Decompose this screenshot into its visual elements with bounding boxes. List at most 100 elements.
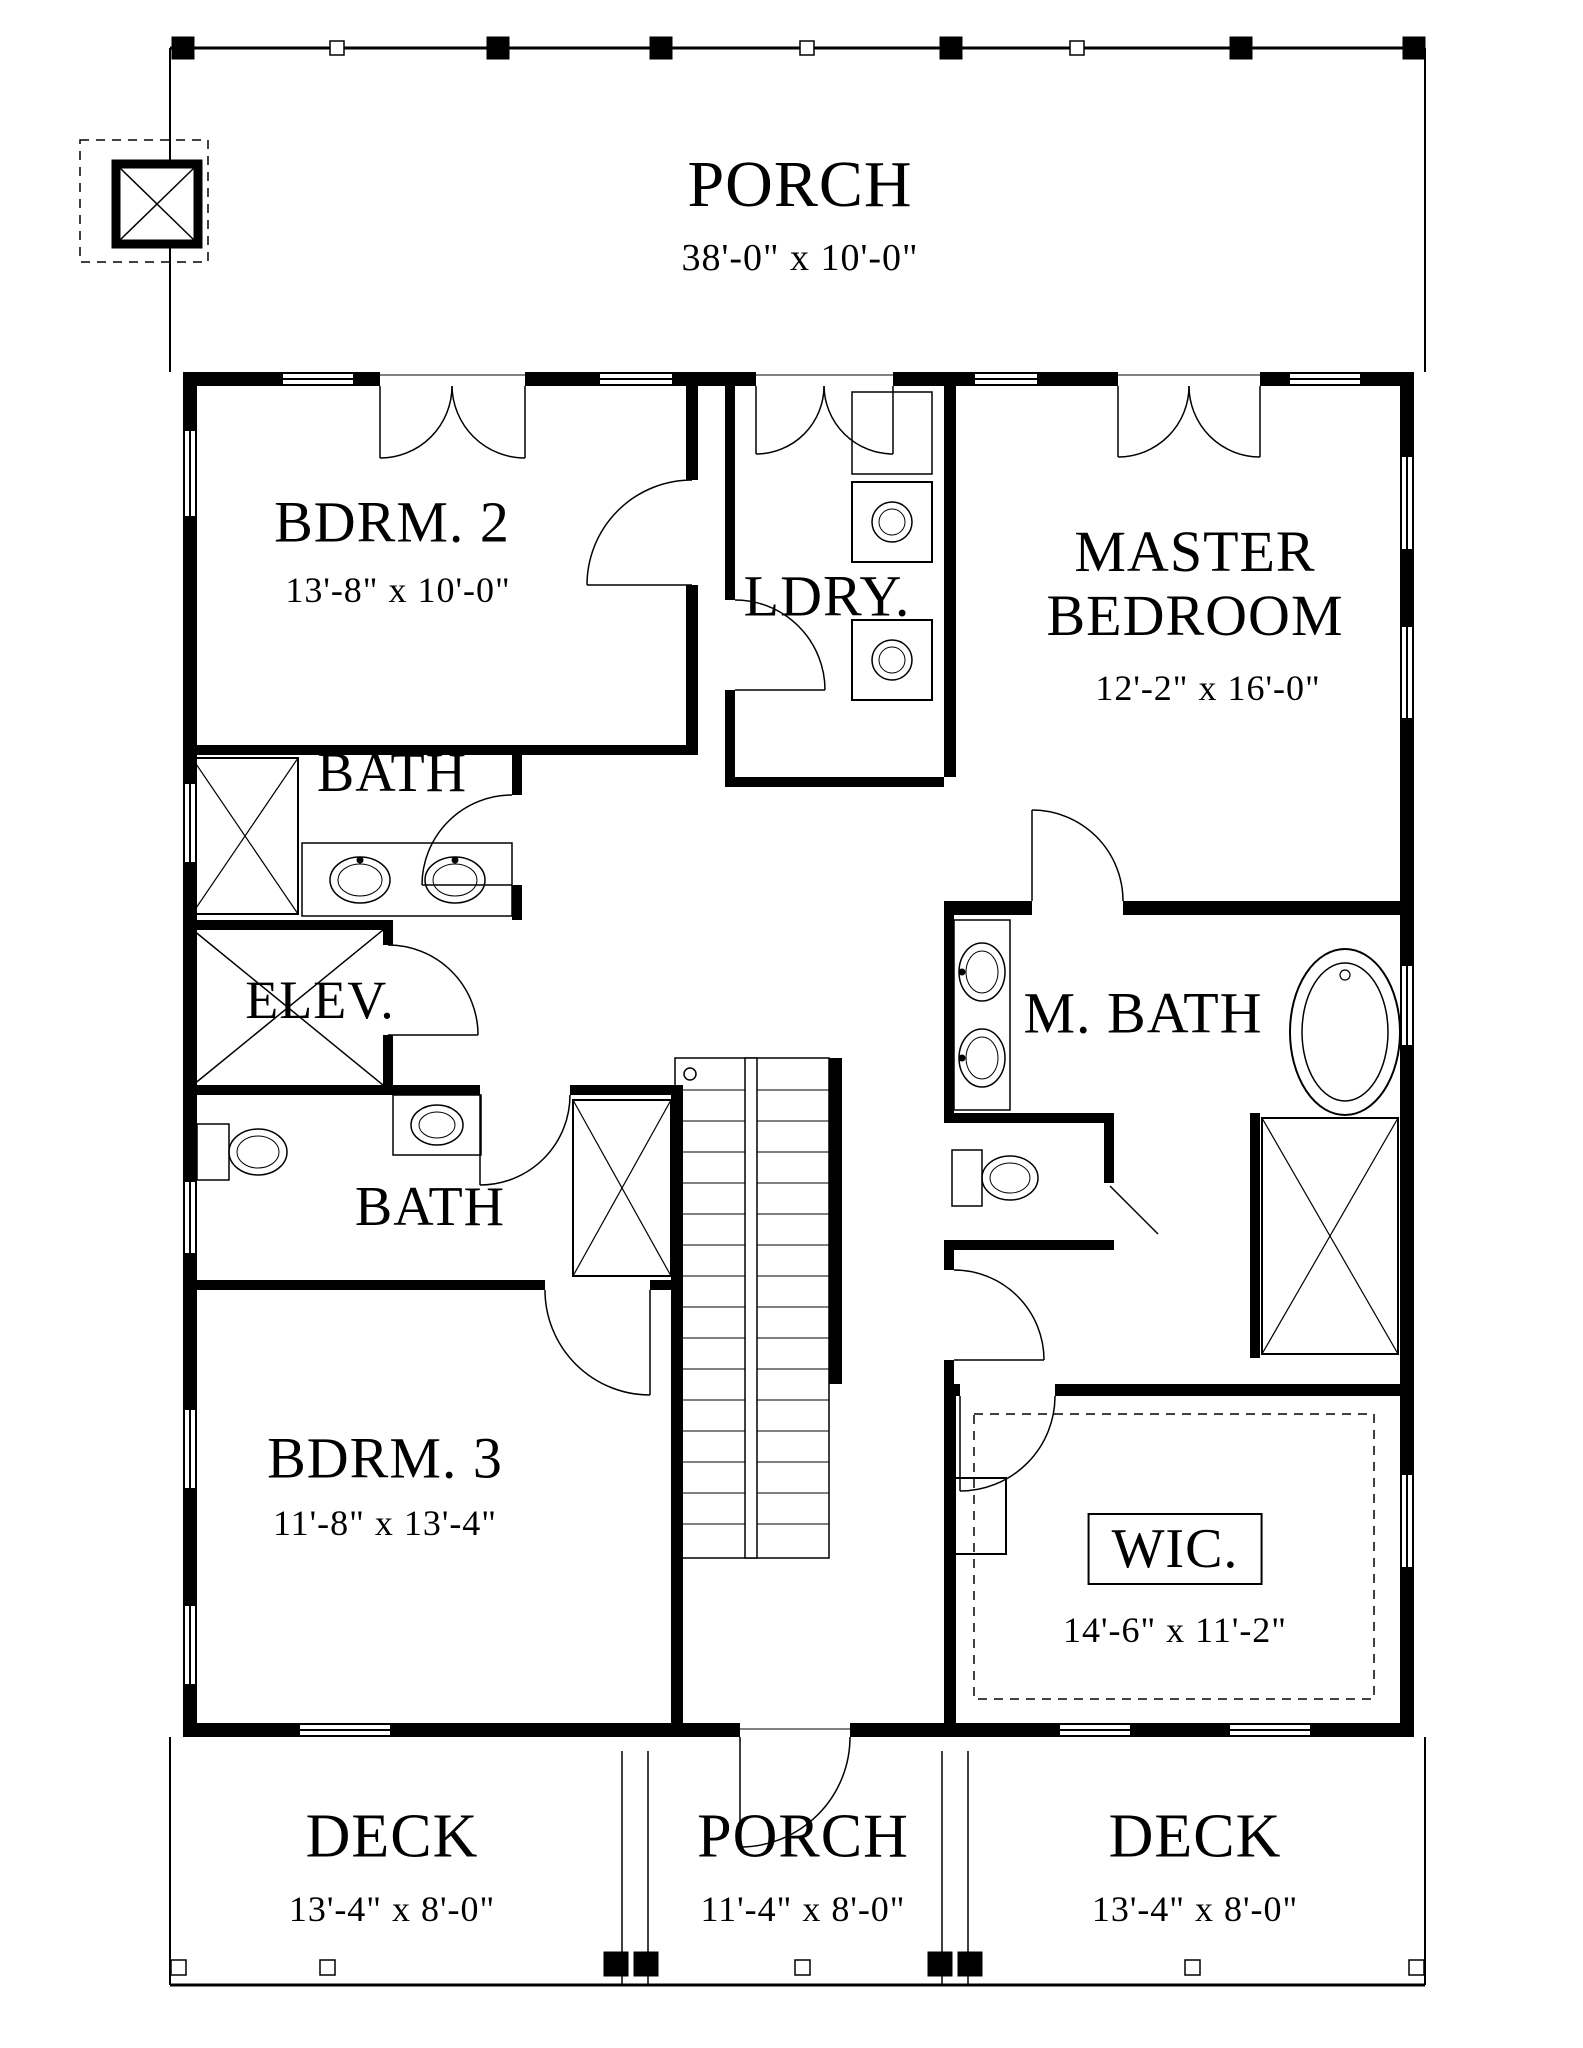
deck-post bbox=[633, 1951, 659, 1977]
window bbox=[300, 1723, 390, 1737]
window bbox=[183, 431, 197, 516]
room-dims-bdrm2: 13'-8" x 10'-0" bbox=[285, 570, 511, 610]
room-label-master-line2: BEDROOM bbox=[1046, 583, 1344, 648]
porch-pier bbox=[1069, 40, 1085, 56]
window bbox=[1400, 1475, 1414, 1567]
door-arc bbox=[959, 1395, 1056, 1492]
room-label-master: MASTER BEDROOM bbox=[1046, 520, 1343, 648]
deck-pier bbox=[794, 1959, 811, 1976]
door-arc bbox=[387, 944, 479, 1036]
stair-rail bbox=[744, 1057, 758, 1559]
deck-post bbox=[603, 1951, 629, 1977]
room-label-bath-lower: BATH bbox=[354, 1176, 506, 1238]
dresser bbox=[949, 1477, 1007, 1555]
room-label-bdrm2: BDRM. 2 bbox=[274, 489, 510, 555]
newel-post bbox=[683, 1067, 697, 1081]
stairs bbox=[674, 1057, 830, 1559]
window bbox=[183, 784, 197, 862]
porch-pier bbox=[799, 40, 815, 56]
elevator-shaft bbox=[192, 929, 384, 1086]
room-label-wic: WIC. bbox=[1087, 1513, 1263, 1585]
door-arc bbox=[421, 794, 513, 886]
deck-pier bbox=[170, 1959, 187, 1976]
laundry-fixtures bbox=[851, 391, 933, 701]
master-bath-fixtures bbox=[951, 919, 1401, 1355]
door-arc bbox=[586, 479, 693, 586]
porch-post bbox=[486, 36, 510, 60]
door-arc bbox=[379, 385, 453, 459]
door-arc bbox=[823, 385, 894, 455]
porch-post bbox=[1229, 36, 1253, 60]
room-label-bath-upper: BATH bbox=[316, 742, 468, 804]
toilet-tank bbox=[196, 1123, 230, 1181]
room-dims-bdrm3: 11'-8" x 13'-4" bbox=[272, 1503, 498, 1543]
porch-post bbox=[649, 36, 673, 60]
toilet-bowl bbox=[228, 1128, 288, 1176]
door-arc bbox=[953, 1269, 1045, 1361]
sink bbox=[410, 1104, 464, 1146]
room-dims-deck-left: 13'-4" x 8'-0" bbox=[288, 1889, 496, 1929]
deck-pier bbox=[1184, 1959, 1201, 1976]
door-arc bbox=[479, 1094, 571, 1186]
door-arc bbox=[739, 1736, 851, 1848]
bath-upper-fixtures bbox=[191, 757, 513, 917]
deck-post bbox=[957, 1951, 983, 1977]
deck-pier bbox=[319, 1959, 336, 1976]
door-arc bbox=[1031, 809, 1124, 902]
window bbox=[183, 1606, 197, 1684]
porch-top-structure bbox=[169, 36, 1426, 372]
window bbox=[1060, 1723, 1130, 1737]
window bbox=[1400, 966, 1414, 1045]
door-arc bbox=[544, 1289, 651, 1396]
room-label-porch-top: PORCH bbox=[687, 148, 913, 221]
vanity bbox=[953, 919, 1011, 1111]
door-arc bbox=[1117, 385, 1190, 458]
door-arc bbox=[451, 385, 526, 459]
walls bbox=[183, 372, 1414, 1737]
door-arc bbox=[734, 599, 826, 691]
window bbox=[1230, 1723, 1310, 1737]
window bbox=[975, 372, 1037, 386]
deck-structure bbox=[169, 1737, 1426, 1987]
door-leaf bbox=[1109, 1185, 1159, 1235]
window bbox=[183, 1182, 197, 1253]
wic-shelving bbox=[949, 1413, 1375, 1700]
room-label-master-line1: MASTER bbox=[1074, 519, 1316, 585]
room-label-deck-right: DECK bbox=[1108, 1802, 1282, 1871]
porch-post bbox=[1402, 36, 1426, 60]
window bbox=[1290, 372, 1360, 386]
window bbox=[1400, 627, 1414, 718]
porch-pier bbox=[329, 40, 345, 56]
toilet-bowl bbox=[981, 1155, 1039, 1201]
door-swings bbox=[379, 374, 1261, 1848]
room-label-porch-bottom: PORCH bbox=[697, 1802, 909, 1871]
shower bbox=[572, 1099, 672, 1277]
dryer bbox=[851, 619, 933, 701]
door-arc bbox=[1188, 385, 1261, 458]
chimney bbox=[79, 139, 209, 263]
vanity-counter bbox=[301, 842, 513, 917]
window bbox=[183, 1410, 197, 1488]
room-label-deck-left: DECK bbox=[305, 1802, 479, 1871]
bath-lower-fixtures bbox=[196, 1094, 672, 1277]
window bbox=[1400, 457, 1414, 549]
room-dims-porch-top: 38'-0" x 10'-0" bbox=[681, 237, 919, 279]
room-dims-deck-right: 13'-4" x 8'-0" bbox=[1091, 1889, 1299, 1929]
room-dims-master: 12'-2" x 16'-0" bbox=[1095, 668, 1321, 708]
room-label-bdrm3: BDRM. 3 bbox=[267, 1425, 503, 1491]
vanity bbox=[392, 1094, 482, 1156]
toilet-tank bbox=[951, 1149, 983, 1207]
tub bbox=[1289, 948, 1401, 1116]
deck-post bbox=[927, 1951, 953, 1977]
washer bbox=[851, 481, 933, 563]
room-dims-porch-bottom: 11'-4" x 8'-0" bbox=[700, 1889, 906, 1929]
window bbox=[283, 372, 353, 386]
porch-post bbox=[171, 36, 195, 60]
room-label-elev: ELEV. bbox=[245, 970, 395, 1030]
deck-pier bbox=[1408, 1959, 1425, 1976]
room-label-ldry: LDRY. bbox=[743, 563, 911, 629]
porch-post bbox=[939, 36, 963, 60]
room-label-mbath: M. BATH bbox=[1023, 980, 1263, 1046]
